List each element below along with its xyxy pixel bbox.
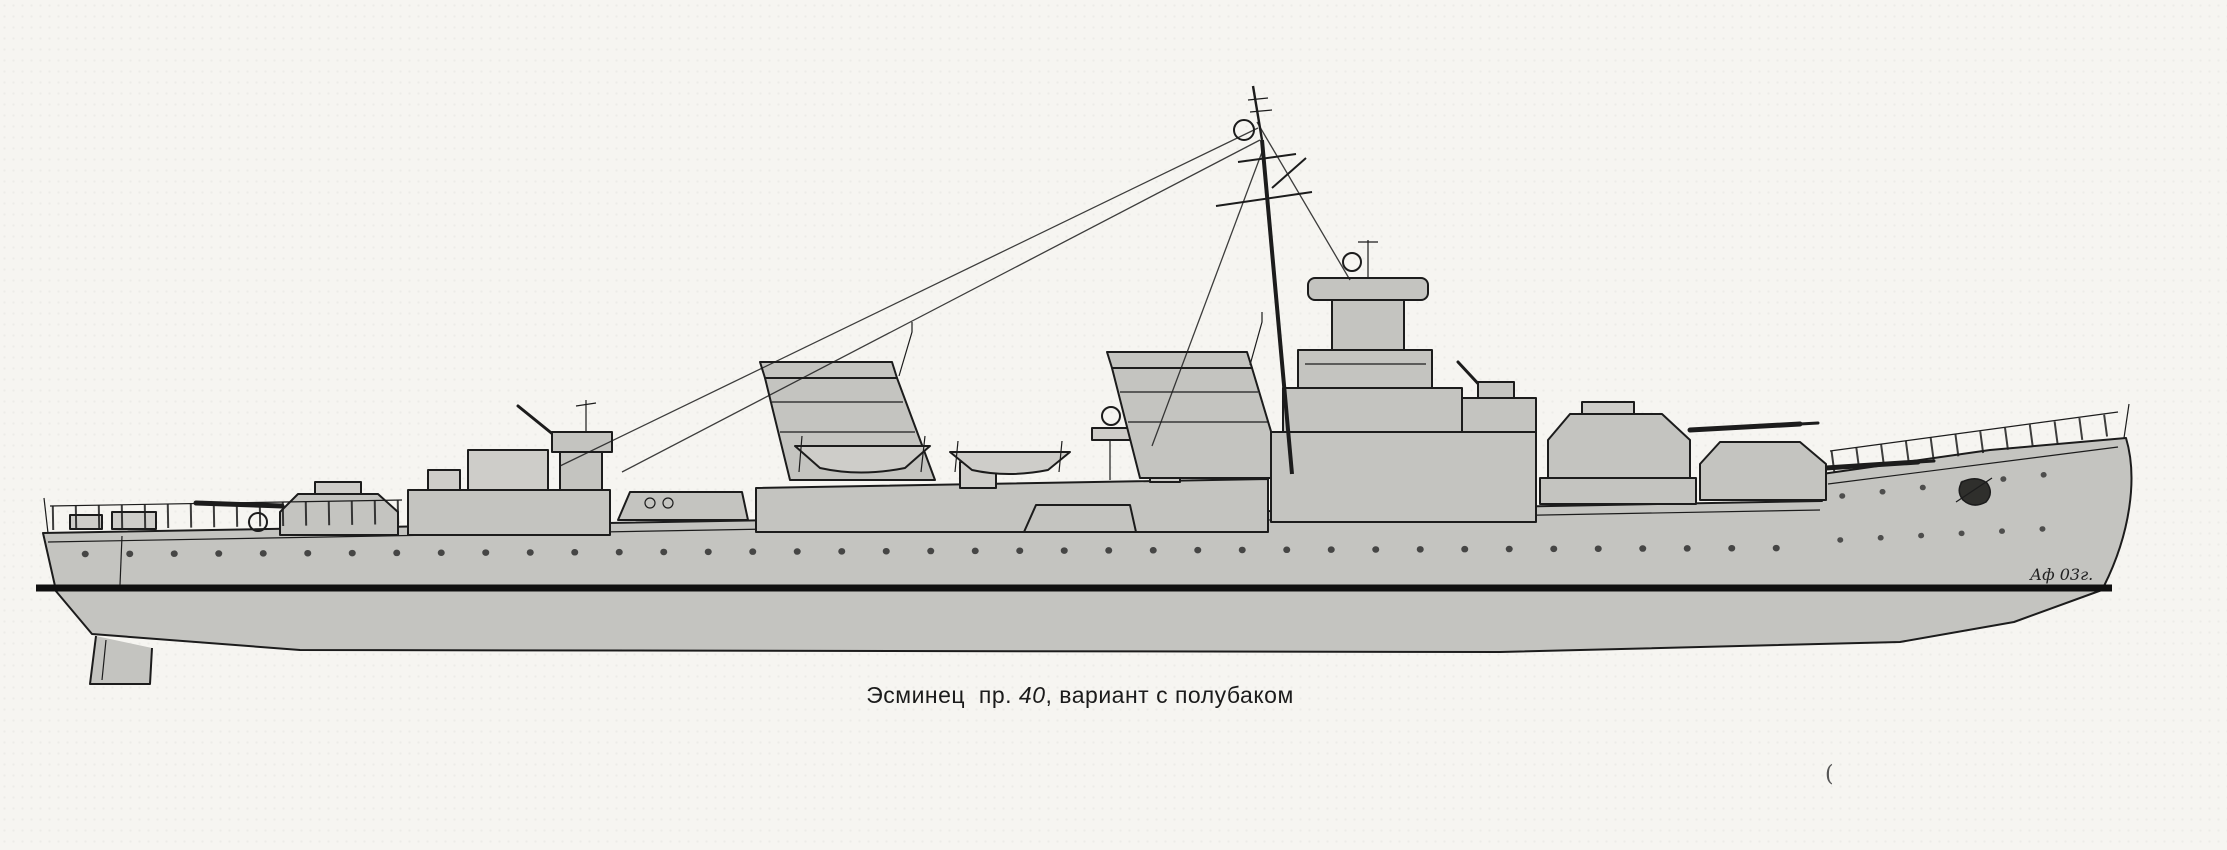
boat-aft-davit-2 xyxy=(920,435,926,473)
boat-mid xyxy=(949,451,1071,475)
aft-deckhouse-group xyxy=(407,400,613,536)
stray-scan-mark: ( xyxy=(1825,762,1834,787)
torpedo-tube-end-2 xyxy=(662,497,674,509)
stern-skeg xyxy=(89,635,153,685)
topmast-crosstree-2 xyxy=(1249,109,1273,113)
bow-railing-rail xyxy=(1829,411,2119,452)
foremast xyxy=(1215,85,1313,475)
boat-mid-davit-2 xyxy=(1058,440,1063,473)
aft-turret-body xyxy=(279,493,399,536)
stern-jackstaff xyxy=(43,497,49,534)
mast-pole xyxy=(1260,139,1294,475)
pilothouse xyxy=(1297,349,1433,389)
torpedo-tubes-aft xyxy=(617,491,749,521)
turret-b-barbette xyxy=(1539,477,1697,505)
drawing-caption: Эсминец пр. 40, вариант с полубаком xyxy=(750,682,1410,709)
torpedo-mount-aft xyxy=(617,491,749,521)
anchor xyxy=(1958,478,1991,506)
forward-funnel-steam-pipe xyxy=(1249,312,1263,366)
railings xyxy=(49,411,2120,530)
aft-deckhouse xyxy=(407,489,611,536)
aft-deckhouse-upper xyxy=(467,449,549,491)
forestay-to-bridge xyxy=(1256,121,1351,281)
topmast-crosstree-1 xyxy=(1247,97,1269,101)
torpedo-tubes-forward xyxy=(1023,504,1137,533)
underwater-hull xyxy=(54,589,2103,685)
aft-funnel-steam-pipe xyxy=(898,322,913,377)
hull-plate-line xyxy=(119,535,123,586)
bridge-aa-gun xyxy=(1456,360,1515,399)
aft-aa-mount xyxy=(551,431,613,453)
df-loop-antenna xyxy=(1342,252,1362,272)
turret-b-barrel-muzzle xyxy=(1798,421,1820,426)
skeg-inner-line xyxy=(101,639,107,681)
aft-aa-gun xyxy=(516,400,613,491)
caption-text-1: Эсминец пр. xyxy=(866,682,1019,708)
turret-a-body xyxy=(1699,441,1827,501)
masthead-radar xyxy=(1233,119,1255,141)
hull-below-waterline xyxy=(54,589,2103,653)
rangefinder xyxy=(1307,277,1429,301)
boat-aft-davit-1 xyxy=(798,435,803,473)
turret-b-superfiring xyxy=(1539,401,1820,505)
director-tower xyxy=(1331,299,1405,351)
turret-a-barrel xyxy=(1823,459,1921,471)
aft-deckhouse-box xyxy=(427,469,461,491)
stern-capstan xyxy=(248,512,268,532)
anchor-chain-line xyxy=(1955,477,1993,503)
stern-deck-box-2 xyxy=(111,511,157,530)
turret-a-barrel-muzzle xyxy=(1916,459,1936,464)
bridge-aa-mount xyxy=(1477,381,1515,399)
bridge-superstructure xyxy=(1270,240,1537,523)
antenna-stub-crossbar xyxy=(575,402,597,407)
boat-mid-davit-1 xyxy=(954,440,959,473)
boats xyxy=(794,435,1071,475)
antenna-stay-2 xyxy=(621,139,1261,473)
sheer-line-forecastle xyxy=(1827,446,2119,485)
searchlight xyxy=(1101,406,1121,426)
turret-b-rangefinder xyxy=(1581,401,1635,415)
bridge-second-level xyxy=(1282,387,1463,433)
torpedo-mount-forward xyxy=(1023,504,1137,533)
bow-jackstaff xyxy=(2123,403,2130,439)
torpedo-tube-end-1 xyxy=(644,497,656,509)
turret-b-body xyxy=(1547,413,1691,479)
forward-funnel-body xyxy=(1111,367,1286,479)
artist-signature: Аф 03г. xyxy=(2029,565,2093,584)
midship-deckhouse xyxy=(755,478,1269,533)
bridge-main-block xyxy=(1270,431,1537,523)
rigging-stays xyxy=(559,121,1351,473)
boat-aft xyxy=(794,445,931,474)
bow-fittings xyxy=(1955,403,2130,506)
mast-yard-upper xyxy=(1237,153,1297,163)
funnel-backstay xyxy=(1151,151,1263,447)
forward-funnel xyxy=(1106,312,1286,479)
mast-gaff xyxy=(1271,157,1307,189)
aft-aa-pedestal xyxy=(559,451,603,491)
aft-bridge-deckhouse xyxy=(1461,397,1537,433)
aft-turret-top-box xyxy=(314,481,362,495)
antenna-stay-1 xyxy=(559,127,1259,467)
forward-funnel-cap xyxy=(1106,351,1253,369)
turret-b-barrel xyxy=(1687,421,1803,433)
caption-text-2: , вариант с полубаком xyxy=(1045,682,1294,708)
aft-gun-turret xyxy=(193,481,399,536)
turret-a-forward xyxy=(1699,441,1936,501)
rangefinder-mast xyxy=(1358,240,1378,278)
mast-yard-lower xyxy=(1215,191,1313,207)
topmast xyxy=(1251,85,1264,141)
stern-railing-rail xyxy=(49,499,403,507)
stern-deck-box-1 xyxy=(69,514,103,530)
caption-project-number: 40 xyxy=(1018,682,1046,708)
searchlight-platform xyxy=(1091,427,1131,441)
